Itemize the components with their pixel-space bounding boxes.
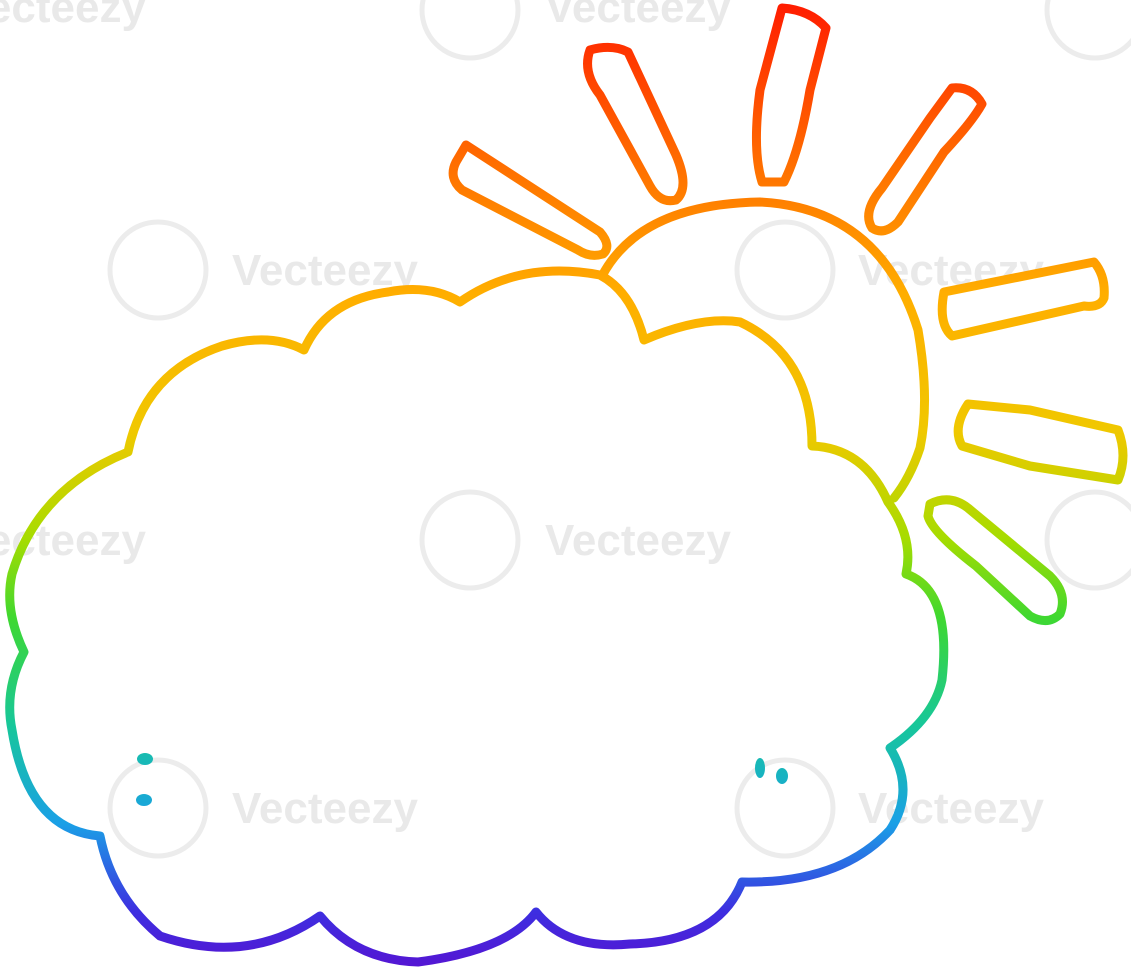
vecteezy-v-logo-icon xyxy=(1044,489,1131,591)
watermark-brand-text: Vecteezy xyxy=(232,784,418,833)
sun-ray-icon xyxy=(864,83,987,236)
watermark-brand-text: Vecteezy xyxy=(545,516,731,565)
sun-ray-icon xyxy=(953,399,1128,485)
watermark-brand-text: Vecteezy xyxy=(858,784,1044,833)
vecteezy-v-logo-icon xyxy=(419,489,521,591)
sun-ray-icon xyxy=(751,3,831,187)
cloud-dash-mark xyxy=(136,794,152,806)
vecteezy-v-logo-icon xyxy=(734,219,836,321)
sun-ray-icon xyxy=(583,42,688,206)
sun-disc xyxy=(597,197,930,503)
cloud-marks xyxy=(136,753,788,806)
vecteezy-v-logo-icon xyxy=(107,757,209,859)
vecteezy-v-logo-icon xyxy=(107,219,209,321)
sun-rays xyxy=(448,3,1128,625)
watermark-brand-text: Vecteezy xyxy=(232,246,418,295)
watermark-brand-text: Vecteezy xyxy=(0,0,146,32)
watermark-row-1: Vecteezy Vecteezy xyxy=(0,0,1131,61)
vecteezy-v-logo-icon xyxy=(734,757,836,859)
cloud-dash-mark xyxy=(776,768,788,784)
sun-ray-icon xyxy=(923,495,1067,625)
watermark-row-4: Vecteezy Vecteezy xyxy=(107,757,1044,859)
vecteezy-v-logo-icon xyxy=(1044,0,1131,61)
cloud-dash-mark xyxy=(137,753,153,765)
cloud-outline xyxy=(5,266,949,967)
watermark-row-3: Vecteezy Vecteezy xyxy=(0,489,1131,591)
sun-ray-icon xyxy=(937,257,1109,341)
vecteezy-v-logo-icon xyxy=(419,0,521,61)
watermark-brand-text: Vecteezy xyxy=(545,0,731,32)
sun-ray-icon xyxy=(448,140,612,260)
cloud-dash-mark xyxy=(755,758,765,778)
